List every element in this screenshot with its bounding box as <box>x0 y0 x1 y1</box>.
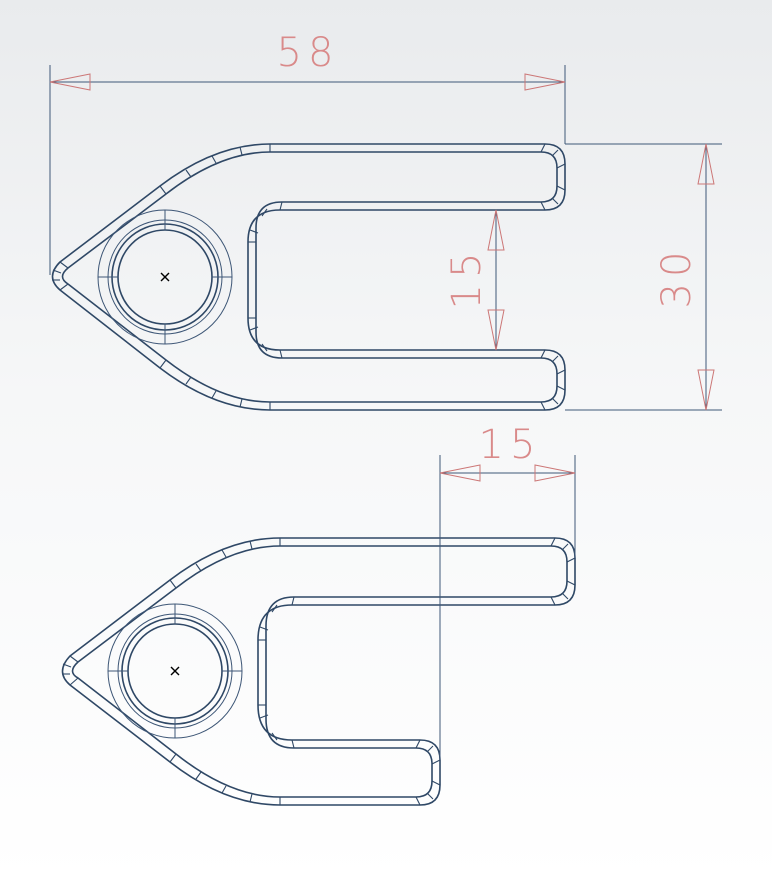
dimension-length-label: 58 <box>277 30 340 76</box>
arrow-up-icon <box>697 143 715 185</box>
arrow-left-icon <box>49 73 91 91</box>
bracket-bottom-outline-outer <box>61 537 576 806</box>
dimension-prong-length: 15 <box>439 422 576 760</box>
arrow-down-icon <box>697 369 715 411</box>
bracket-top-outline-inner <box>61 151 558 403</box>
bracket-bottom-fillet-ticks <box>62 537 576 806</box>
dimension-height: 30 <box>565 143 722 411</box>
dimension-height-label: 30 <box>654 246 700 309</box>
hole-center-mark <box>160 272 170 282</box>
dimension-slot-width: 15 <box>444 209 505 351</box>
arrow-right-icon <box>534 464 576 482</box>
bracket-top-outline-outer <box>51 143 566 411</box>
bracket-bottom-outline-inner <box>71 545 568 798</box>
arrow-left-icon <box>439 464 481 482</box>
arrow-down-icon <box>487 309 505 351</box>
dimension-length: 58 <box>49 30 566 275</box>
bracket-bottom-hole <box>107 603 243 739</box>
dimension-slot-width-label: 15 <box>444 247 490 310</box>
arrow-up-icon <box>487 209 505 251</box>
dimension-prong-length-label: 15 <box>479 422 542 468</box>
bracket-bottom-view <box>61 537 576 806</box>
hole-center-mark <box>170 666 180 676</box>
bracket-top-fillet-ticks <box>52 143 566 411</box>
arrow-right-icon <box>524 73 566 91</box>
bracket-top-hole <box>97 209 233 345</box>
bracket-top-view <box>51 143 566 411</box>
